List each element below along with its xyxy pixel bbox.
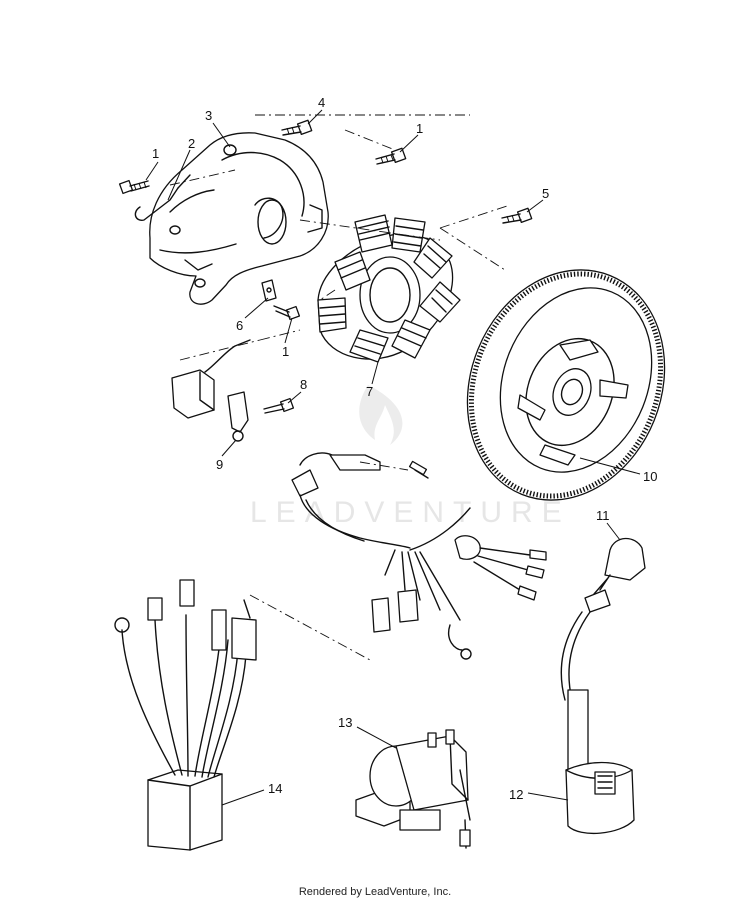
callout-9: 9: [216, 457, 223, 472]
callout-8: 8: [300, 377, 307, 392]
part-11-spark-cap: [584, 537, 646, 613]
screw-1b: [375, 147, 407, 165]
callout-11: 11: [596, 508, 610, 523]
callout-1a: 1: [152, 146, 159, 161]
part-13-solenoid: [355, 729, 471, 849]
screw-1a: [118, 179, 150, 195]
part-14-cdi-box: [114, 579, 257, 851]
part-9-bracket: [227, 391, 249, 442]
leader-lines: [145, 109, 641, 806]
callout-3: 3: [205, 108, 212, 123]
callout-13: 13: [338, 715, 352, 730]
callout-6: 6: [236, 318, 243, 333]
screw-4: [281, 119, 313, 136]
callout-1b: 1: [416, 121, 423, 136]
screw-8: [263, 397, 295, 414]
callout-14: 14: [268, 781, 282, 796]
part-12-ignition-coil: [560, 611, 635, 835]
wiring-harness: [291, 452, 547, 660]
screw-1c: [273, 305, 301, 321]
callout-1c: 1: [282, 344, 289, 359]
part-3-housing: [149, 132, 329, 305]
watermark-text: LEADVENTURE: [250, 496, 571, 529]
part-6-bracket: [261, 279, 277, 302]
part-7-stator: [317, 214, 461, 363]
callout-10: 10: [643, 469, 657, 484]
footer-credit: Rendered by LeadVenture, Inc.: [298, 886, 452, 898]
centerlines: [169, 114, 511, 661]
callout-7: 7: [366, 384, 373, 399]
screw-5: [501, 207, 533, 224]
callout-5: 5: [542, 186, 549, 201]
callout-labels: 1 1 1 2 3 4 5 6 7 8 9 10 11 12 13 14: [152, 95, 657, 802]
callout-4: 4: [318, 95, 325, 110]
callout-12: 12: [509, 787, 523, 802]
callout-2: 2: [188, 136, 195, 151]
part-10-flywheel: [466, 269, 666, 501]
pickup-coil: [171, 339, 251, 419]
